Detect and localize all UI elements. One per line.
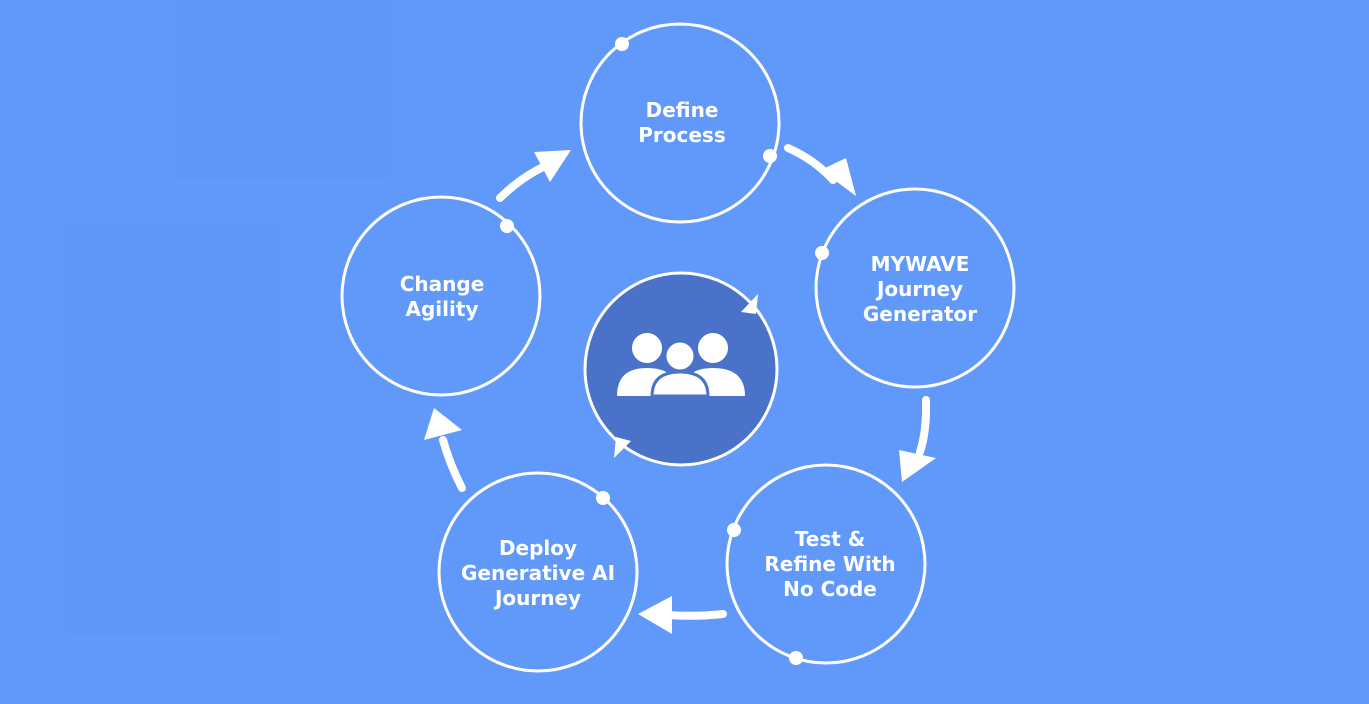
node-dot: [789, 651, 803, 665]
background-panel-bottom: [65, 225, 280, 635]
node-label-mywave-journey-generator: MYWAVE Journey Generator: [830, 252, 1010, 327]
label-line: Generator: [862, 302, 978, 326]
label-line: Generative AI: [460, 561, 616, 585]
node-dot: [596, 491, 610, 505]
node-label-change-agility: Change Agility: [352, 272, 532, 322]
label-line: Define: [645, 98, 719, 122]
label-line: Journey: [494, 586, 582, 610]
center-cycle-arrowhead-top: [741, 294, 758, 314]
label-line: Deploy: [498, 536, 578, 560]
node-dot: [615, 37, 629, 51]
node-circle-change-agility: [340, 195, 542, 397]
node-dot: [815, 246, 829, 260]
label-line: Test &: [794, 527, 866, 551]
center-cycle-arrowhead-bottom: [614, 437, 631, 458]
arrow-change-to-define: [496, 150, 571, 202]
team-group-icon: [617, 333, 745, 398]
label-line: MYWAVE: [870, 252, 970, 276]
background-panel-top: [175, 0, 390, 180]
node-circle-mywave-journey-generator: [814, 187, 1016, 389]
node-label-deploy-journey: Deploy Generative AI Journey: [448, 536, 628, 611]
label-line: No Code: [783, 577, 877, 601]
label-line: Refine With: [764, 552, 896, 576]
node-label-test-refine: Test & Refine With No Code: [740, 527, 920, 602]
arrow-define-to-mywave: [784, 144, 856, 196]
arrow-deploy-to-change: [424, 408, 466, 492]
arrow-test-to-deploy: [638, 596, 727, 634]
node-circle-test-refine: [725, 463, 927, 665]
label-line: Change: [399, 272, 485, 296]
node-dot: [500, 219, 514, 233]
node-dot: [727, 523, 741, 537]
label-line: Journey: [876, 277, 964, 301]
label-line: Process: [638, 123, 726, 147]
node-circle-define-process: [579, 22, 781, 224]
arrow-mywave-to-test: [899, 396, 936, 482]
label-line: Agility: [405, 297, 479, 321]
node-label-define-process: Define Process: [592, 98, 772, 148]
node-dot: [763, 149, 777, 163]
node-circle-deploy-journey: [437, 471, 639, 673]
